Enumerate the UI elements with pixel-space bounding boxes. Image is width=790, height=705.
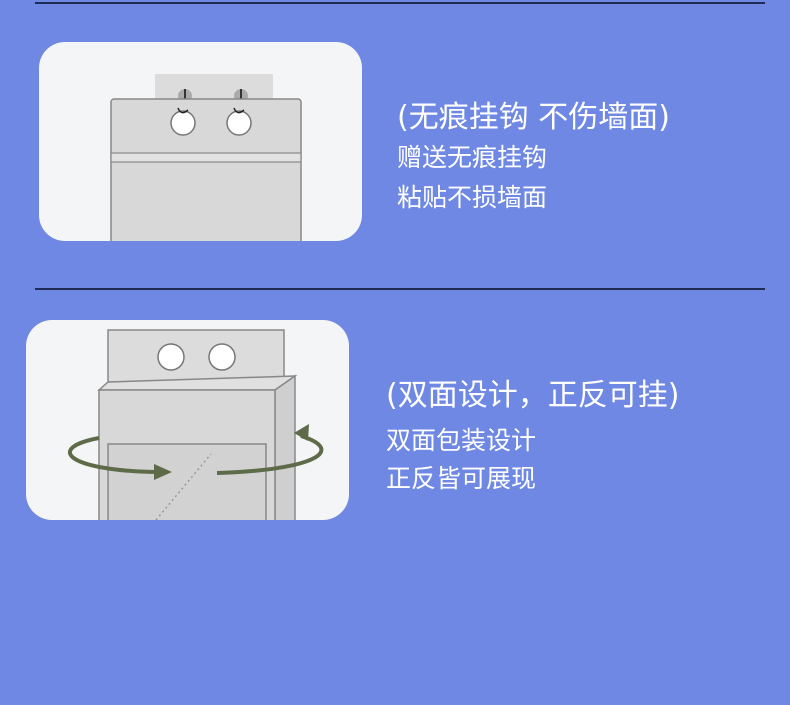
section1-title: (无痕挂钩 不伤墙面)	[397, 100, 670, 135]
section1-line-2: 粘贴不损墙面	[397, 183, 548, 212]
section1-line-1: 赠送无痕挂钩	[397, 143, 548, 172]
section2-line-2: 正反皆可展现	[386, 464, 537, 493]
divider-middle	[35, 288, 765, 290]
hook-illustration-card	[39, 42, 362, 241]
section2-line-1: 双面包装设计	[386, 426, 537, 455]
divider-top	[35, 2, 765, 4]
double-sided-illustration-card	[26, 320, 349, 520]
no-trace-hook-illustration	[110, 74, 302, 241]
double-sided-illustration	[67, 329, 324, 520]
section2-title: (双面设计，正反可挂)	[386, 378, 680, 413]
